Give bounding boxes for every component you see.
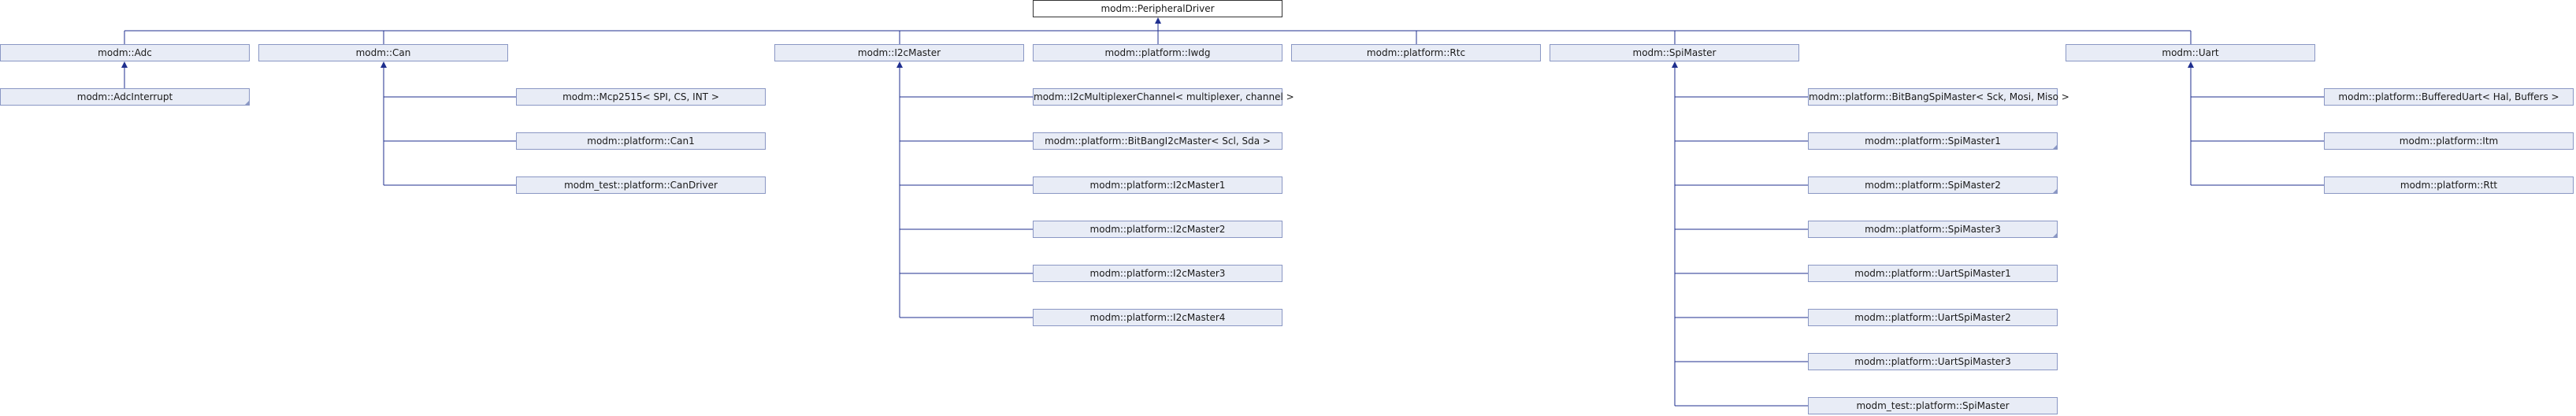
node-label: modm::platform::SpiMaster3 xyxy=(1865,224,2001,235)
node-buffereduart[interactable]: modm::platform::BufferedUart< Hal, Buffe… xyxy=(2324,88,2574,106)
node-label: modm::AdcInterrupt xyxy=(76,91,173,102)
node-spi3[interactable]: modm::platform::SpiMaster3 xyxy=(1808,221,2058,238)
node-rtc[interactable]: modm::platform::Rtc xyxy=(1291,44,1541,61)
inherit-arrow-i2cmaster xyxy=(896,61,903,68)
inherit-arrow-adc xyxy=(121,61,128,68)
node-i2cmux[interactable]: modm::I2cMultiplexerChannel< multiplexer… xyxy=(1033,88,1294,106)
inherit-arrow-uart xyxy=(2188,61,2194,68)
more-derived-indicator xyxy=(2053,189,2057,193)
node-uart[interactable]: modm::Uart xyxy=(2066,44,2315,61)
node-iwdg[interactable]: modm::platform::Iwdg xyxy=(1033,44,1282,61)
inherit-arrow-spimaster xyxy=(1672,61,1678,68)
node-adc-interrupt[interactable]: modm::AdcInterrupt xyxy=(0,88,250,106)
node-uartspi3[interactable]: modm::platform::UartSpiMaster3 xyxy=(1808,353,2058,370)
node-can1[interactable]: modm::platform::Can1 xyxy=(516,132,766,150)
node-bitbangi2c[interactable]: modm::platform::BitBangI2cMaster< Scl, S… xyxy=(1033,132,1282,150)
node-adc[interactable]: modm::Adc xyxy=(0,44,250,61)
node-spi1[interactable]: modm::platform::SpiMaster1 xyxy=(1808,132,2058,150)
node-itm[interactable]: modm::platform::Itm xyxy=(2324,132,2574,150)
node-i2cmaster[interactable]: modm::I2cMaster xyxy=(774,44,1024,61)
node-label: modm::platform::SpiMaster2 xyxy=(1865,180,2001,191)
node-i2c1[interactable]: modm::platform::I2cMaster1 xyxy=(1033,176,1282,194)
node-i2c2[interactable]: modm::platform::I2cMaster2 xyxy=(1033,221,1282,238)
inherit-arrow-can xyxy=(380,61,387,68)
node-spimaster[interactable]: modm::SpiMaster xyxy=(1550,44,1799,61)
node-bitbangspi[interactable]: modm::platform::BitBangSpiMaster< Sck, M… xyxy=(1808,88,2069,106)
inherit-arrow-root xyxy=(1155,17,1161,24)
more-derived-indicator xyxy=(2053,233,2057,237)
node-uartspi2[interactable]: modm::platform::UartSpiMaster2 xyxy=(1808,309,2058,326)
node-rtt[interactable]: modm::platform::Rtt xyxy=(2324,176,2574,194)
node-candriver[interactable]: modm_test::platform::CanDriver xyxy=(516,176,766,194)
node-i2c3[interactable]: modm::platform::I2cMaster3 xyxy=(1033,265,1282,282)
node-spi2[interactable]: modm::platform::SpiMaster2 xyxy=(1808,176,2058,194)
node-mcp2515[interactable]: modm::Mcp2515< SPI, CS, INT > xyxy=(516,88,766,106)
node-testspi[interactable]: modm_test::platform::SpiMaster xyxy=(1808,397,2058,414)
node-i2c4[interactable]: modm::platform::I2cMaster4 xyxy=(1033,309,1282,326)
more-derived-indicator xyxy=(2053,145,2057,149)
node-root[interactable]: modm::PeripheralDriver xyxy=(1033,0,1282,17)
node-can[interactable]: modm::Can xyxy=(258,44,508,61)
node-uartspi1[interactable]: modm::platform::UartSpiMaster1 xyxy=(1808,265,2058,282)
node-label: modm::platform::SpiMaster1 xyxy=(1865,136,2001,147)
more-derived-indicator xyxy=(245,101,249,105)
